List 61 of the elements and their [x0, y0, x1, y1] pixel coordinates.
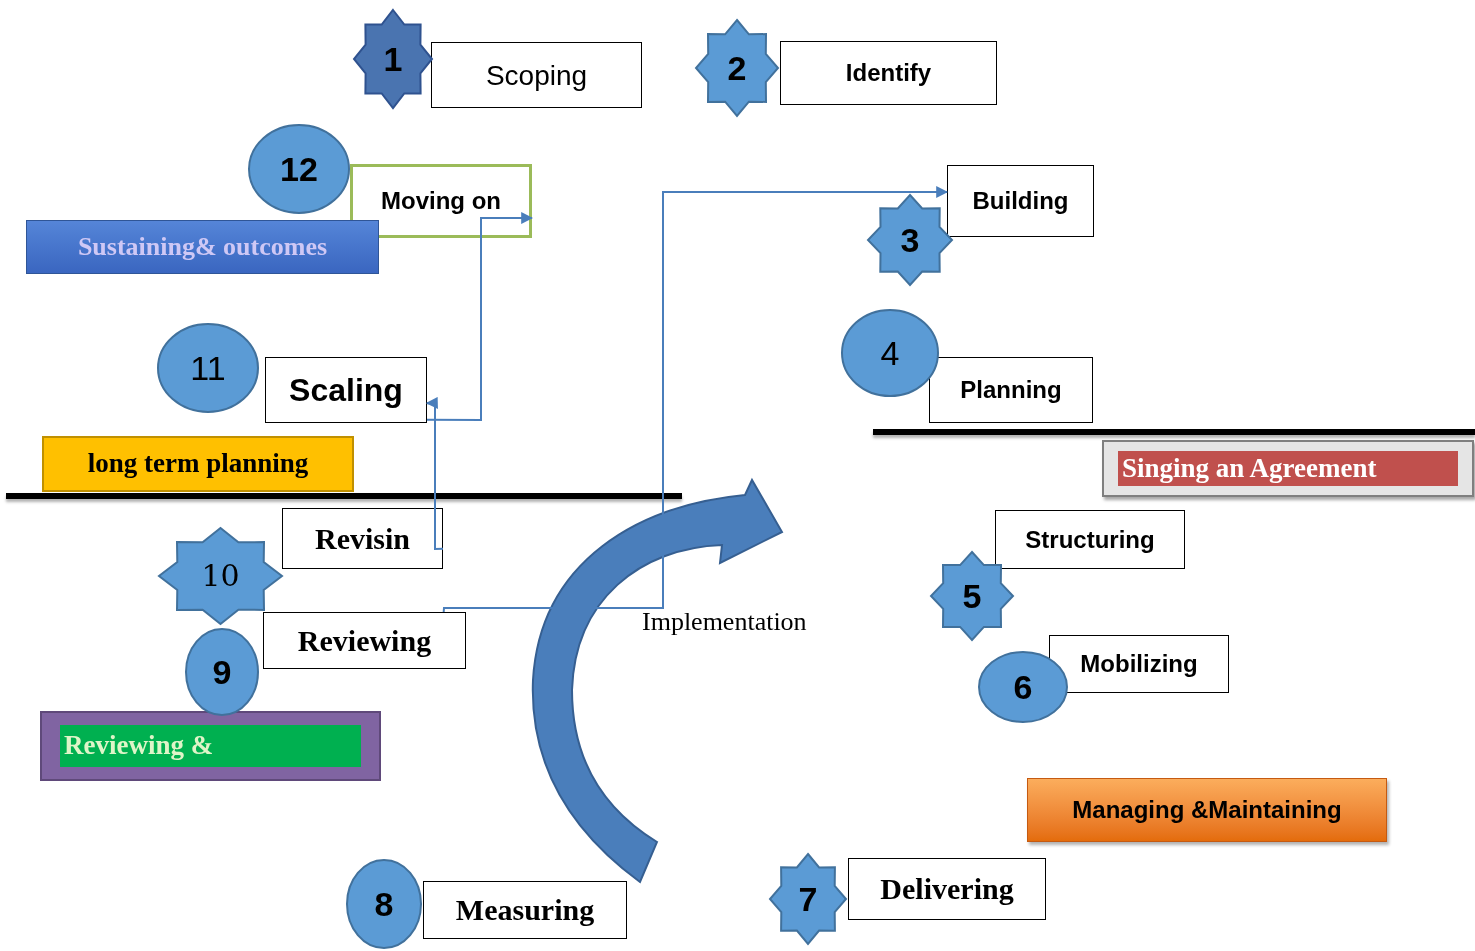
- step-number: 6: [1013, 670, 1033, 704]
- star-badge: [157, 526, 284, 626]
- star-badge: [866, 193, 954, 287]
- stage-banner: [26, 220, 379, 274]
- banner-label: Singing an Agreement: [1118, 450, 1458, 487]
- connector-arrow: [442, 186, 949, 613]
- circle-badge: [840, 308, 940, 398]
- step-box: [1049, 635, 1229, 693]
- node-label: Reviewing: [297, 622, 432, 659]
- node-label: Scoping: [485, 58, 588, 93]
- step-number: 2: [727, 51, 747, 85]
- circle-badge: [977, 650, 1069, 724]
- circle-badge: [247, 123, 351, 215]
- stage-banner: [42, 436, 354, 492]
- step-number: 3: [900, 223, 920, 257]
- node-label: Delivering: [880, 871, 1014, 908]
- node-label: Managing &Maintaining: [1072, 795, 1342, 825]
- circle-badge: [184, 627, 260, 717]
- step-box: [265, 357, 427, 423]
- circle-badge: [156, 322, 260, 414]
- banner-label: Reviewing &: [60, 725, 361, 767]
- node-label: Planning: [960, 375, 1062, 405]
- node-label: Sustaining& outcomes: [77, 230, 328, 263]
- node-label: Revisin: [315, 520, 410, 557]
- step-number: 8: [374, 887, 394, 921]
- node-label: Mobilizing: [1080, 649, 1198, 679]
- step-box: [947, 165, 1094, 237]
- node-label: Identify: [845, 58, 932, 88]
- step-box: [929, 357, 1093, 423]
- arrow-caption: Implementation: [642, 606, 807, 638]
- stage-banner: [1027, 778, 1387, 842]
- connector-arrow: [425, 396, 444, 550]
- step-number: 7: [798, 882, 818, 916]
- node-label: Structuring: [1025, 524, 1155, 555]
- step-number: 11: [190, 351, 226, 385]
- node-label: Moving on: [381, 186, 501, 216]
- step-number: 4: [880, 336, 900, 370]
- step-box: [350, 164, 532, 238]
- node-label: Building: [972, 186, 1069, 216]
- step-box: [780, 41, 997, 105]
- star-badge: [768, 852, 848, 946]
- node-label: Scaling: [289, 371, 403, 410]
- step-box: [263, 612, 466, 669]
- step-box: [423, 881, 627, 939]
- star-badge: [694, 18, 780, 118]
- framed-banner: [40, 711, 381, 781]
- step-number: 12: [280, 152, 318, 186]
- star-badge: [352, 8, 434, 110]
- node-label: long term planning: [87, 447, 309, 481]
- framed-banner: [1102, 440, 1474, 497]
- step-number: 1: [383, 42, 403, 76]
- circle-badge: [345, 858, 423, 950]
- step-box: [848, 858, 1046, 920]
- step-box: [995, 510, 1185, 569]
- step-number: 10: [201, 561, 240, 591]
- step-number: 5: [962, 579, 982, 613]
- step-box: [282, 508, 443, 569]
- step-box: [431, 42, 642, 108]
- star-badge: [929, 550, 1015, 642]
- node-label: Measuring: [455, 892, 595, 929]
- step-number: 9: [212, 655, 232, 689]
